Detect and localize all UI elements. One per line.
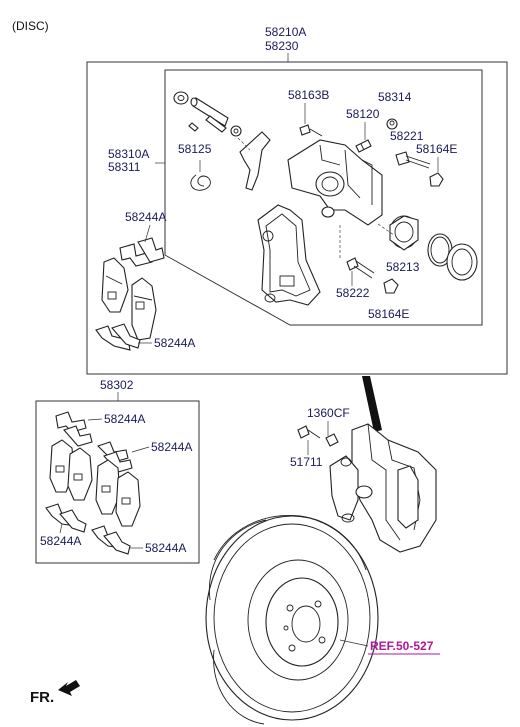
bolt-58221 (395, 151, 431, 169)
assembly-frame (86, 61, 508, 375)
callout-58244a-1[interactable]: 58244A (125, 210, 166, 224)
callout-58244a-5[interactable]: 58244A (40, 534, 81, 548)
brake-disc (205, 514, 379, 721)
callout-58244a-3[interactable]: 58244A (104, 412, 145, 426)
diagram-title: (DISC) (12, 19, 49, 33)
bleeder-screw-58120 (355, 139, 372, 153)
reference-link-50-527[interactable]: REF.50-527 (370, 639, 434, 653)
callout-58164e-top[interactable]: 58164E (416, 142, 457, 156)
callout-58244a-6[interactable]: 58244A (145, 541, 186, 555)
dashed-guide (377, 223, 395, 236)
shim-clip-set-upper (119, 237, 165, 267)
callout-58125[interactable]: 58125 (178, 142, 212, 156)
pad-kit-pads (49, 439, 141, 527)
guide-pin-assembly (173, 91, 242, 137)
callout-58311[interactable]: 58311 (108, 160, 141, 174)
dashed-guide (237, 137, 251, 151)
brake-pad-set-upper (101, 257, 157, 341)
callout-58221[interactable]: 58221 (390, 129, 424, 143)
leader-line (59, 523, 63, 534)
leader-line (131, 446, 150, 453)
bolt-cap-58164e-top (429, 172, 444, 187)
caliper-subassembly-frame (164, 69, 483, 326)
installed-caliper (329, 423, 437, 553)
leader-line (339, 639, 369, 647)
callout-58302[interactable]: 58302 (100, 378, 134, 392)
caliper-carrier (257, 204, 321, 306)
piston-58213 (389, 215, 419, 251)
bleeder-cap-58314 (386, 118, 398, 130)
pad-kit-clips-lower (45, 503, 131, 555)
callout-51711[interactable]: 51711 (290, 455, 323, 469)
callout-1360cf[interactable]: 1360CF (307, 406, 350, 420)
bolt-58222 (346, 257, 375, 279)
callout-58230[interactable]: 58230 (265, 39, 299, 53)
callout-58213[interactable]: 58213 (386, 260, 420, 274)
callout-58244a-4[interactable]: 58244A (151, 440, 192, 454)
mounting-bolts (297, 425, 339, 447)
piston-boot-inner (451, 248, 473, 276)
callout-58120[interactable]: 58120 (346, 107, 380, 121)
front-arrow-icon (58, 680, 80, 696)
pad-kit-clips-upper (55, 411, 133, 473)
callout-58210a[interactable]: 58210A (265, 25, 306, 39)
piston-seal-inner (430, 236, 450, 264)
callout-58164e-bottom[interactable]: 58164E (368, 307, 409, 321)
spring-clip (190, 174, 211, 191)
pointer-arrow (362, 376, 382, 432)
leader-line (144, 224, 151, 243)
callout-58314[interactable]: 58314 (378, 90, 412, 104)
caliper-body (287, 139, 383, 226)
front-indicator-label: FR. (30, 689, 54, 706)
bolt-cap-58164e-bottom (383, 278, 399, 294)
callout-58163b[interactable]: 58163B (288, 88, 329, 102)
callout-58310a[interactable]: 58310A (108, 147, 149, 161)
callout-58222[interactable]: 58222 (336, 286, 370, 300)
dust-shield (208, 519, 267, 725)
leader-line (87, 418, 103, 421)
anti-rattle-clip (239, 131, 271, 191)
bolt-58163b (299, 124, 323, 137)
pad-kit-frame (35, 400, 200, 564)
callout-58244a-2[interactable]: 58244A (154, 336, 195, 350)
shim-clip-set-lower (95, 323, 141, 351)
